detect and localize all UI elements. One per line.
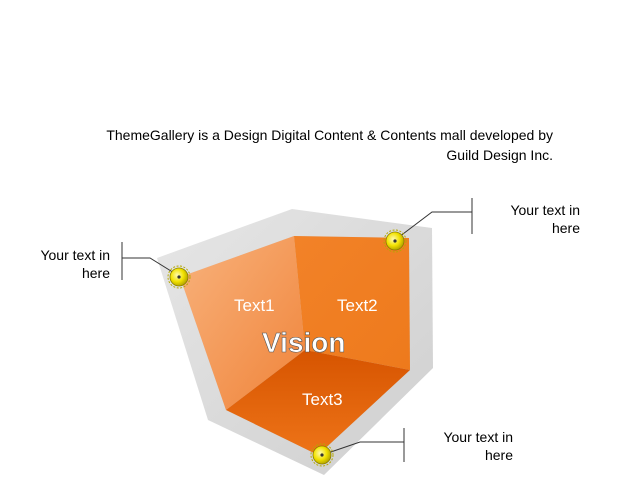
callout-left: Your text in here [40, 247, 110, 281]
vision-label: Vision [262, 327, 346, 358]
label-text2: Text2 [337, 296, 378, 315]
leader-line-bottom [321, 441, 404, 456]
leader-line-top [394, 211, 472, 241]
intro-line-2: Guild Design Inc. [446, 147, 553, 163]
face-text2 [294, 236, 410, 370]
intro-line-1: ThemeGallery is a Design Digital Content… [106, 127, 553, 143]
label-text3: Text3 [302, 390, 343, 409]
face-text1 [180, 236, 305, 410]
face-text3 [226, 350, 410, 455]
marker-bottom [310, 443, 334, 467]
callout-top-right: Your text in here [510, 202, 580, 236]
marker-left [167, 265, 191, 289]
intro-text: ThemeGallery is a Design Digital Content… [60, 125, 553, 165]
leader-line-left [122, 257, 180, 277]
label-text1: Text1 [234, 296, 275, 315]
marker-top-right [383, 229, 407, 253]
callout-bottom-right: Your text in here [443, 429, 513, 463]
